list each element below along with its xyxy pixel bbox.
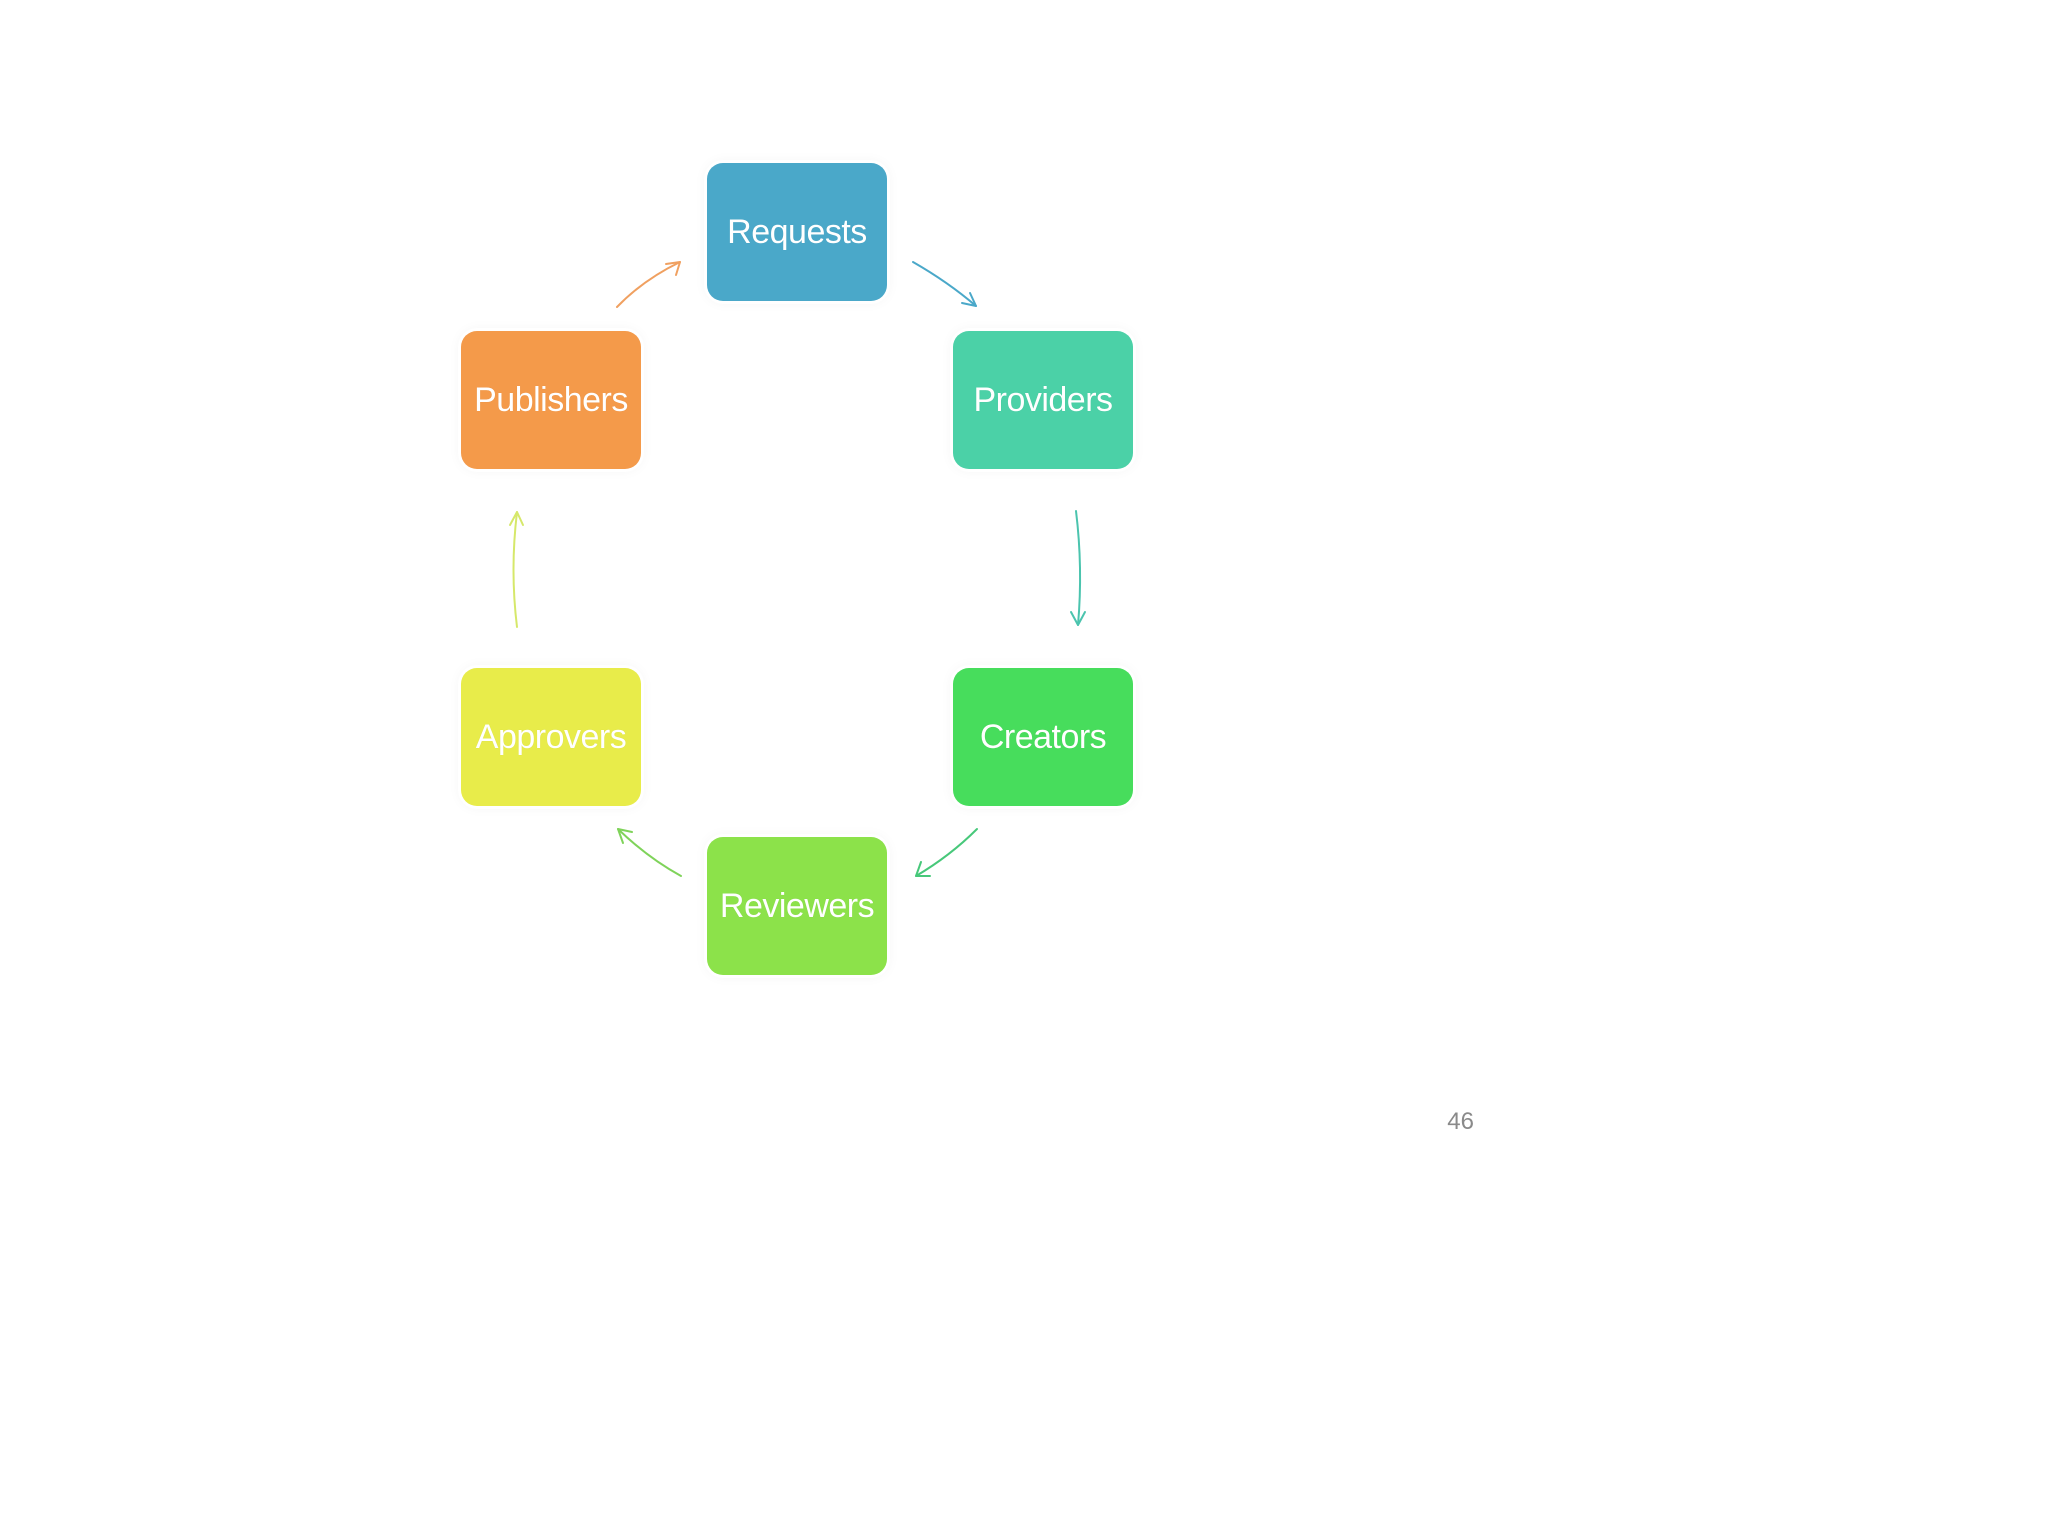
node-publishers: Publishers bbox=[461, 331, 641, 469]
arrow-requests-to-providers bbox=[912, 261, 977, 307]
node-requests: Requests bbox=[707, 163, 887, 301]
page-number: 46 bbox=[1447, 1108, 1474, 1135]
arrow-reviewers-to-approvers bbox=[617, 828, 682, 877]
arrow-providers-to-creators bbox=[1070, 510, 1086, 626]
arrow-approvers-to-publishers bbox=[509, 511, 524, 628]
node-providers: Providers bbox=[953, 331, 1133, 469]
arrow-creators-to-reviewers bbox=[915, 828, 978, 877]
slide: Requests Providers Creators Reviewers Ap… bbox=[461, 163, 1474, 1135]
node-creators: Creators bbox=[953, 668, 1133, 806]
node-reviewers: Reviewers bbox=[707, 837, 887, 975]
arrow-publishers-to-requests bbox=[616, 261, 681, 308]
node-approvers: Approvers bbox=[461, 668, 641, 806]
